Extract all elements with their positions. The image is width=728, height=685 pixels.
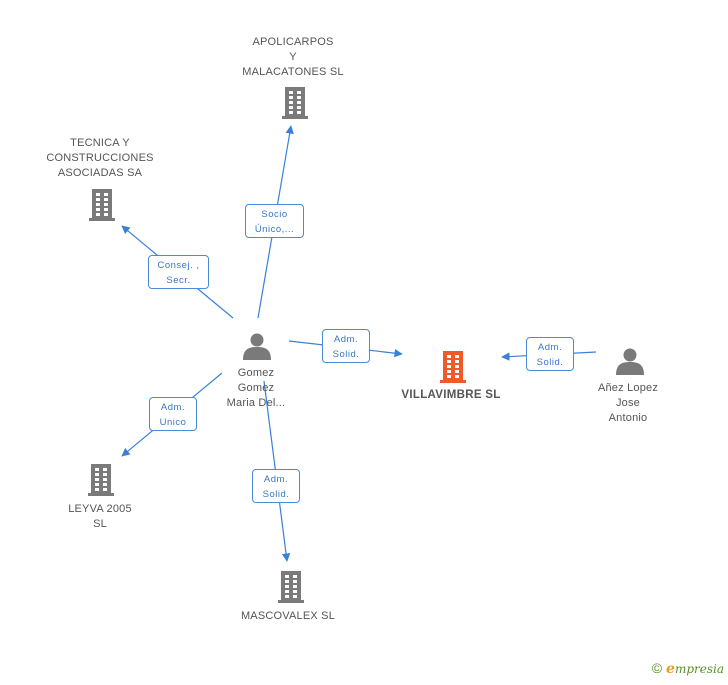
edge-label-adm-solid-mascovalex[interactable]: Adm. Solid.: [252, 469, 300, 503]
node-label-tecnica[interactable]: TECNICA Y CONSTRUCCIONES ASOCIADAS SA: [46, 137, 154, 179]
edge-label-adm-solid-villavimbre[interactable]: Adm. Solid.: [322, 329, 370, 363]
building-icon-tecnica[interactable]: [89, 189, 115, 221]
building-icon-apolicarpos[interactable]: [282, 87, 308, 119]
building-icon-mascovalex[interactable]: [278, 571, 304, 603]
node-label-anez[interactable]: Añez Lopez Jose Antonio: [597, 382, 659, 424]
edge-label-socio-unico[interactable]: Socio Único,...: [245, 204, 304, 238]
node-label-villavimbre[interactable]: VILLAVIMBRE SL: [401, 389, 501, 401]
edge-label-adm-unico[interactable]: Adm. Unico: [149, 397, 197, 431]
node-label-leyva[interactable]: LEYVA 2005 SL: [68, 503, 132, 530]
person-icon-gomez[interactable]: [243, 333, 271, 361]
building-icon-villavimbre[interactable]: [440, 351, 466, 383]
node-label-apolicarpos[interactable]: APOLICARPOS Y MALACATONES SL: [242, 36, 344, 78]
building-icon-leyva[interactable]: [88, 464, 114, 496]
node-label-mascovalex[interactable]: MASCOVALEX SL: [240, 610, 336, 622]
node-label-gomez[interactable]: Gomez Gomez Maria Del...: [226, 367, 286, 409]
brand-logo: ©empresia: [651, 660, 724, 677]
person-icon-anez[interactable]: [616, 348, 644, 376]
edge-label-adm-solid-anez[interactable]: Adm. Solid.: [526, 337, 574, 371]
edge-label-consej-secr[interactable]: Consej. , Secr.: [148, 255, 209, 289]
